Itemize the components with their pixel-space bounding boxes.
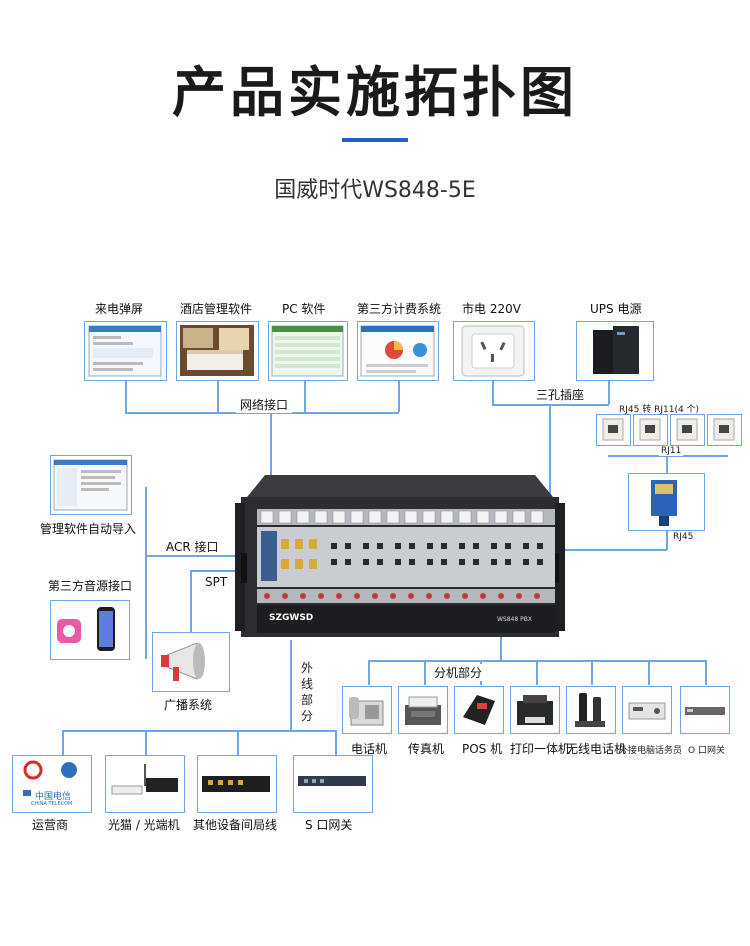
- caller-popup-screenshot: [84, 321, 167, 381]
- page-subtitle: 国威时代WS848-5E: [274, 178, 476, 203]
- chassis-brand: SZGWSD: [269, 613, 314, 623]
- label-o-gateway: O 口网关: [688, 746, 725, 756]
- label-cordless-phone: 无线电话机: [566, 742, 627, 756]
- label-spt: SPT: [205, 575, 228, 589]
- rj11-adapter-icon: [670, 414, 705, 446]
- label-fax: 传真机: [408, 742, 445, 756]
- modem-icon: [105, 755, 185, 813]
- pos-terminal-icon: [454, 686, 504, 734]
- label-mgmt-import: 管理软件自动导入: [40, 522, 137, 536]
- label-outlet: 三孔插座: [533, 386, 588, 403]
- telecom-logo-text: 中国电信: [35, 792, 72, 802]
- ups-icon: [576, 321, 654, 381]
- telecom-logo-en: CHINA TELECOM: [31, 801, 73, 807]
- label-pc-software: PC 软件: [282, 302, 326, 316]
- trunk-label: 外 线 部 分: [300, 661, 313, 723]
- label-phone: 电话机: [351, 742, 388, 756]
- o-port-gateway-icon: [680, 686, 730, 734]
- management-software-screenshot: [50, 455, 132, 515]
- rj11-adapter-icon: [596, 414, 631, 446]
- fax-machine-icon: [398, 686, 448, 734]
- title-underline: [342, 138, 408, 142]
- label-billing-system: 第三方计费系统: [357, 302, 442, 316]
- printer-icon: [510, 686, 560, 734]
- pbx-chassis: SZGWSD WS848 PBX: [235, 473, 565, 638]
- megaphone-icon: [152, 632, 230, 692]
- label-caller-popup: 来电弹屏: [95, 302, 144, 316]
- label-mains-power: 市电 220V: [462, 302, 521, 316]
- operator-console-icon: [622, 686, 672, 734]
- hotel-room-photo: [176, 321, 259, 381]
- label-other-trunk: 其他设备间局线: [193, 818, 278, 832]
- label-extensions: 分机部分: [430, 664, 487, 681]
- label-modem: 光猫 / 光端机: [108, 818, 180, 832]
- desk-phone-icon: [342, 686, 392, 734]
- s-port-gateway-icon: [293, 755, 373, 813]
- label-network-interface: 网络接口: [236, 396, 293, 413]
- rj11-adapter-icon: [707, 414, 742, 446]
- audio-devices-icon: [50, 600, 130, 660]
- cordless-phone-icon: [566, 686, 616, 734]
- label-hotel-software: 酒店管理软件: [180, 302, 253, 316]
- label-printer: 打印一体机: [510, 742, 571, 756]
- rj45-connector-icon: [628, 473, 705, 531]
- label-carrier: 运营商: [32, 818, 69, 832]
- page-title: 产品实施拓扑图: [172, 61, 578, 124]
- label-broadcast: 广播系统: [164, 698, 213, 712]
- wall-socket-icon: [453, 321, 535, 381]
- label-operator-console: 外接电脑话务员: [619, 746, 683, 756]
- label-rj45: RJ45: [673, 532, 694, 542]
- chassis-model: WS848 PBX: [497, 616, 532, 623]
- label-pos: POS 机: [462, 742, 503, 756]
- carrier-logos: 中国电信 CHINA TELECOM: [12, 755, 92, 813]
- label-rj11: RJ11: [659, 446, 684, 456]
- pc-software-screenshot: [268, 321, 348, 381]
- trunk-device-icon: [197, 755, 277, 813]
- billing-system-screenshot: [357, 321, 439, 381]
- label-rj45-to-rj11: RJ45 转 RJ11(4 个): [619, 405, 700, 415]
- label-s-gateway: S 口网关: [305, 818, 353, 832]
- label-third-party-audio: 第三方音源接口: [48, 579, 133, 593]
- label-acr: ACR 接口: [166, 540, 219, 554]
- rj11-adapter-icon: [633, 414, 668, 446]
- label-ups-power: UPS 电源: [590, 302, 642, 316]
